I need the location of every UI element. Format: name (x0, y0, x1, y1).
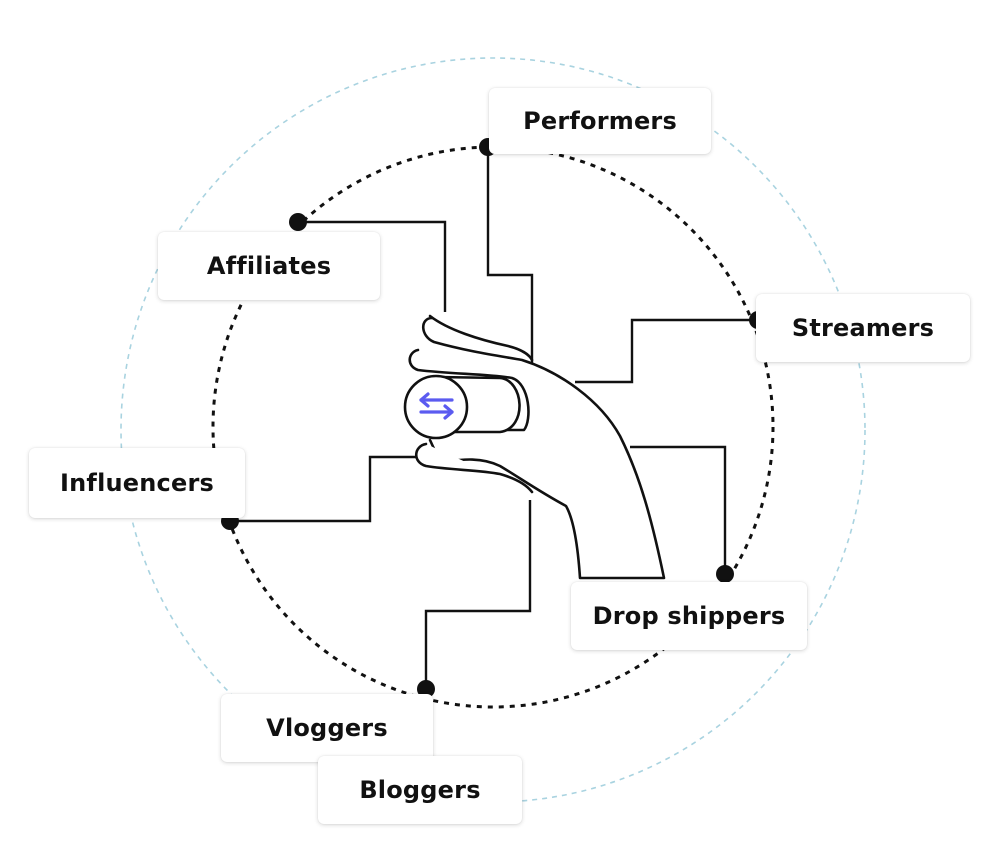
dot-vloggers (417, 680, 435, 698)
connector-streamers (575, 318, 758, 384)
connector-lines (230, 147, 758, 689)
label-performers: Performers (489, 88, 711, 154)
inner-ring (211, 145, 775, 709)
hand-palm (421, 316, 666, 580)
coin (403, 374, 469, 440)
label-bloggers: Bloggers (318, 756, 522, 824)
swap-arrows-icon (419, 392, 454, 420)
connector-influencers (230, 455, 420, 523)
label-drop-shippers: Drop shippers (571, 582, 807, 650)
dot-affiliates (289, 213, 307, 231)
label-vloggers: Vloggers (221, 694, 433, 762)
connector-vloggers (424, 500, 532, 689)
label-streamers: Streamers (756, 294, 970, 362)
connector-performers (486, 147, 534, 370)
label-affiliates: Affiliates (158, 232, 380, 300)
connector-drop-shippers (630, 445, 727, 574)
hand-thumb (414, 442, 534, 494)
hand-upper-finger (428, 314, 534, 362)
connector-affiliates (298, 220, 447, 312)
hand-illustration (403, 314, 666, 580)
dot-drop-shippers (716, 565, 734, 583)
label-influencers: Influencers (29, 448, 245, 518)
